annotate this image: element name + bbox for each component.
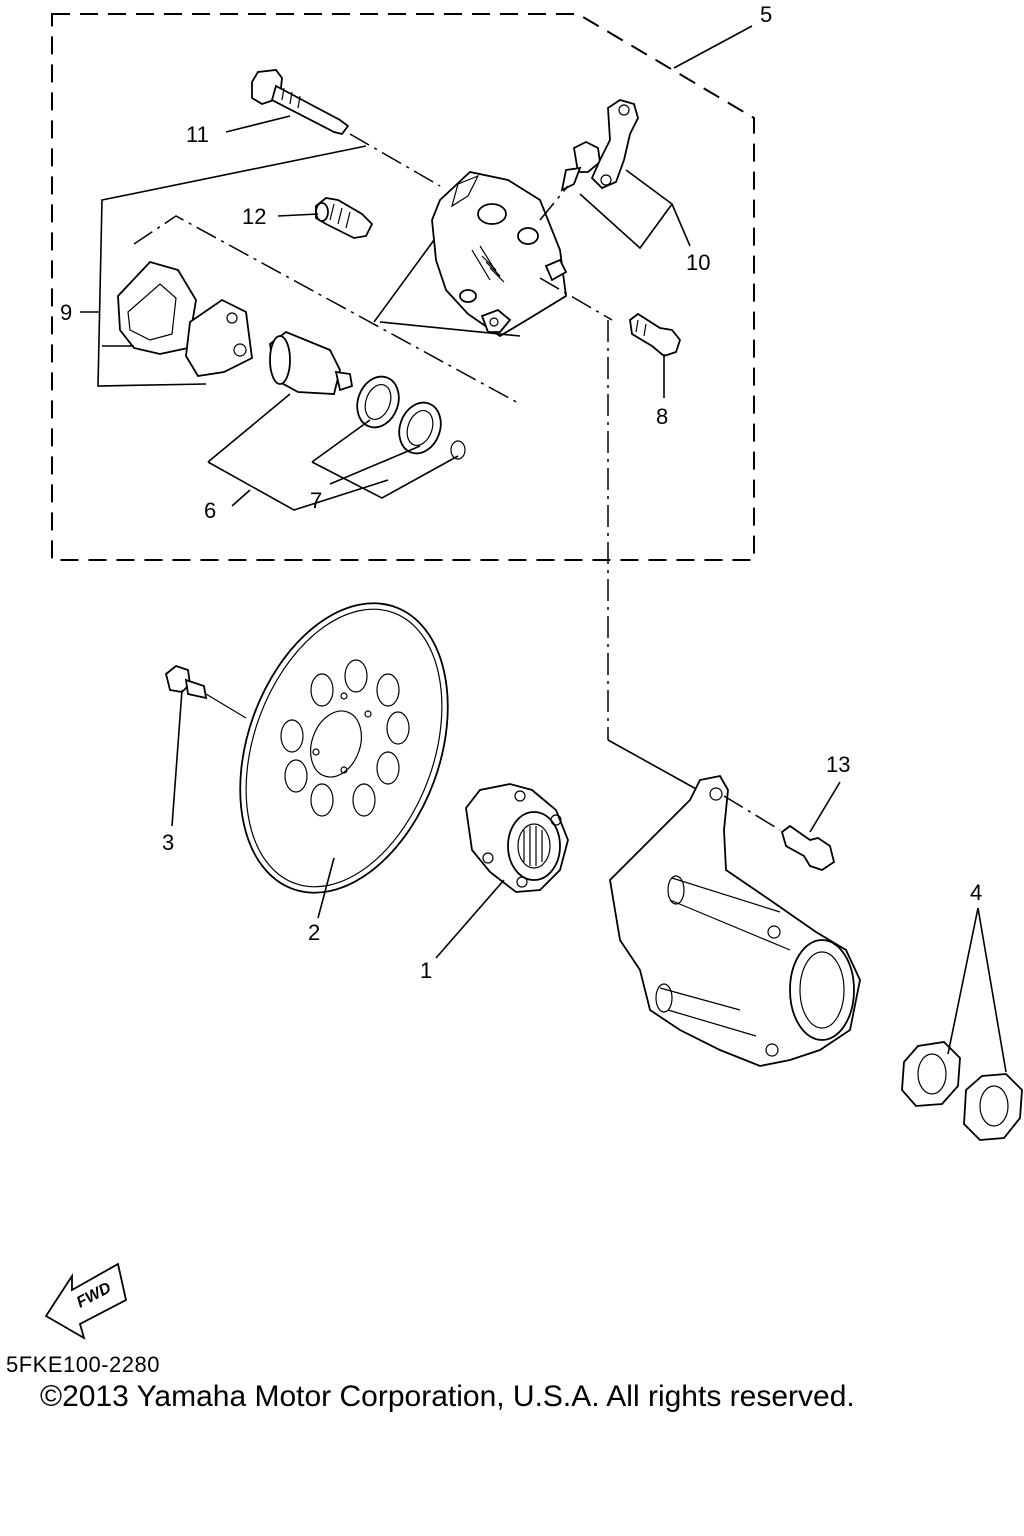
leader-lines bbox=[80, 25, 1007, 1073]
copyright-notice: ©2013 Yamaha Motor Corporation, U.S.A. A… bbox=[40, 1380, 855, 1413]
callout-6: 6 bbox=[204, 498, 216, 523]
pad-pin-part bbox=[560, 140, 601, 192]
callout-2: 2 bbox=[308, 920, 320, 945]
slide-pin-part bbox=[251, 69, 350, 136]
caliper-assembly-boundary bbox=[51, 13, 755, 561]
callout-5: 5 bbox=[760, 2, 772, 27]
callout-3: 3 bbox=[162, 830, 174, 855]
disc-bolt-part bbox=[164, 664, 208, 700]
caliper-bolt-part bbox=[629, 312, 682, 358]
pad-support-part bbox=[117, 260, 253, 377]
retaining-ring-part bbox=[450, 440, 466, 460]
diagram-code: 5FKE100-2280 bbox=[6, 1352, 160, 1377]
hub-part bbox=[465, 783, 569, 893]
bleed-screw-part bbox=[315, 197, 374, 239]
piston-part bbox=[269, 330, 354, 395]
dust-seal-part bbox=[398, 401, 442, 455]
piston-seal-part bbox=[356, 375, 400, 429]
callout-7: 7 bbox=[310, 488, 322, 513]
caliper-body-part bbox=[431, 171, 568, 338]
callout-13: 13 bbox=[826, 752, 850, 777]
callout-labels: 5 11 12 10 9 8 7 6 13 3 4 2 1 bbox=[60, 2, 982, 983]
callout-11: 11 bbox=[186, 122, 209, 147]
callout-8: 8 bbox=[656, 404, 668, 429]
axle-housing-part bbox=[609, 774, 861, 1067]
fwd-arrow-icon: FWD bbox=[44, 1262, 128, 1340]
callout-1: 1 bbox=[420, 958, 432, 983]
pad-spring-clip-part bbox=[590, 99, 639, 190]
callout-9: 9 bbox=[60, 300, 72, 325]
callout-12: 12 bbox=[242, 204, 266, 229]
callout-10: 10 bbox=[686, 250, 710, 275]
lock-nut-part-a bbox=[901, 1041, 961, 1107]
brake-disc-part bbox=[239, 602, 449, 894]
lock-nut-part-b bbox=[963, 1073, 1023, 1141]
callout-4: 4 bbox=[970, 880, 982, 905]
housing-bolt-part bbox=[780, 824, 836, 871]
